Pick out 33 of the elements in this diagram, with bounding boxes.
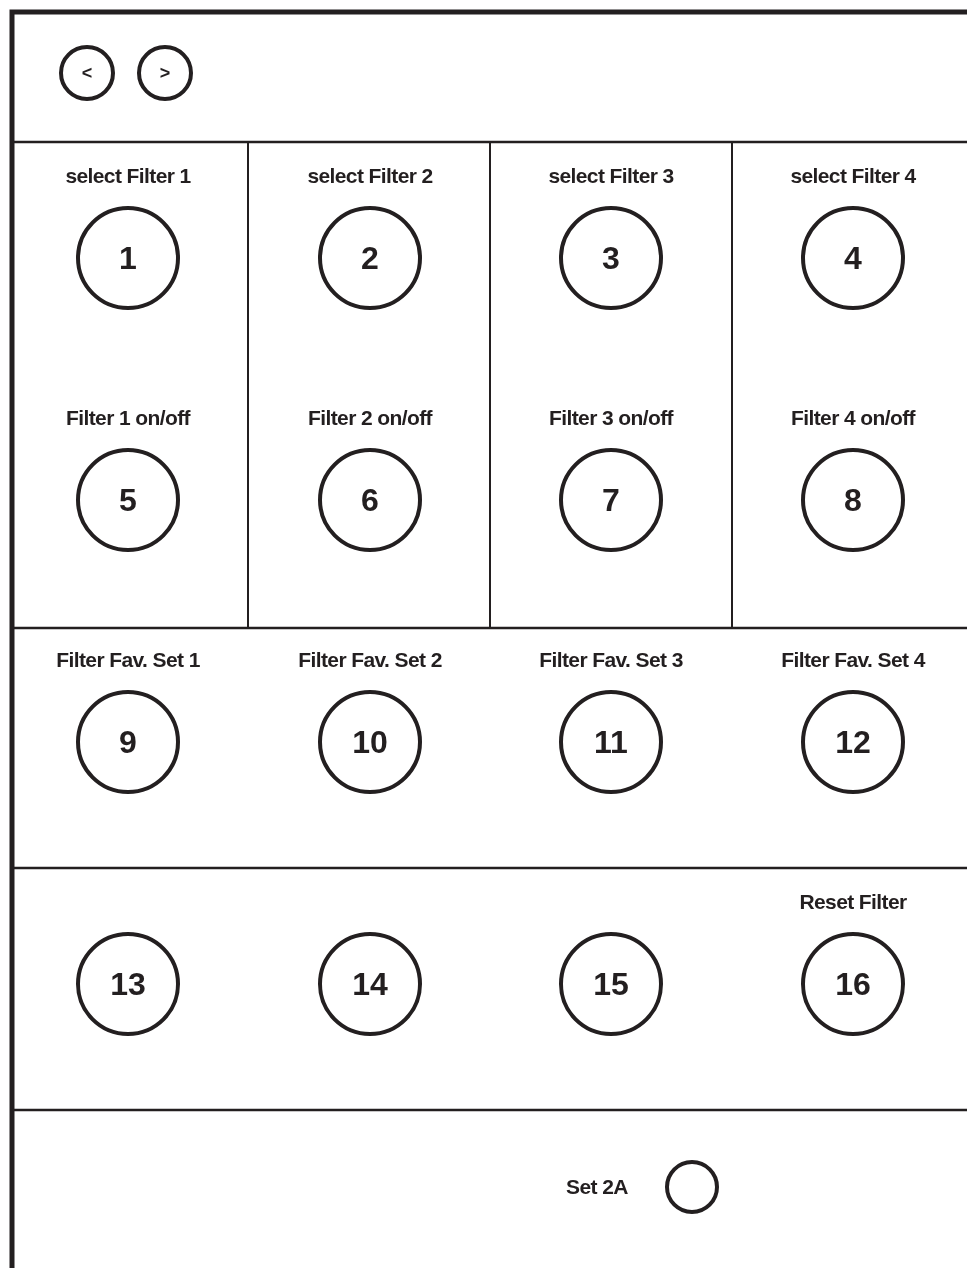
- button-label: select Filter 1: [65, 164, 191, 188]
- round-button: 14: [318, 932, 422, 1036]
- round-button: 7: [559, 448, 663, 552]
- button-label: select Filter 2: [307, 164, 433, 188]
- circle-button: [665, 1160, 719, 1214]
- button-label: Set 2A: [566, 1175, 628, 1199]
- round-button: 10: [318, 690, 422, 794]
- round-button: 6: [318, 448, 422, 552]
- button-label: Filter 4 on/off: [791, 406, 915, 430]
- round-button: 3: [559, 206, 663, 310]
- round-button: 13: [76, 932, 180, 1036]
- round-button: 12: [801, 690, 905, 794]
- round-button: 16: [801, 932, 905, 1036]
- round-button: 1: [76, 206, 180, 310]
- round-button: >: [137, 45, 193, 101]
- round-button: 15: [559, 932, 663, 1036]
- button-label: Filter 1 on/off: [66, 406, 190, 430]
- round-button: 11: [559, 690, 663, 794]
- round-button: 9: [76, 690, 180, 794]
- button-label: Filter Fav. Set 1: [56, 648, 200, 672]
- round-button: 8: [801, 448, 905, 552]
- button-label: Filter 2 on/off: [308, 406, 432, 430]
- button-label: Filter 3 on/off: [549, 406, 673, 430]
- button-label: Filter Fav. Set 2: [298, 648, 442, 672]
- round-button: 2: [318, 206, 422, 310]
- button-label: select Filter 4: [790, 164, 916, 188]
- button-label: Reset Filter: [799, 890, 907, 914]
- round-button: 5: [76, 448, 180, 552]
- button-label: select Filter 3: [548, 164, 674, 188]
- button-label: Filter Fav. Set 3: [539, 648, 683, 672]
- round-button: 4: [801, 206, 905, 310]
- button-label: Filter Fav. Set 4: [781, 648, 925, 672]
- round-button: <: [59, 45, 115, 101]
